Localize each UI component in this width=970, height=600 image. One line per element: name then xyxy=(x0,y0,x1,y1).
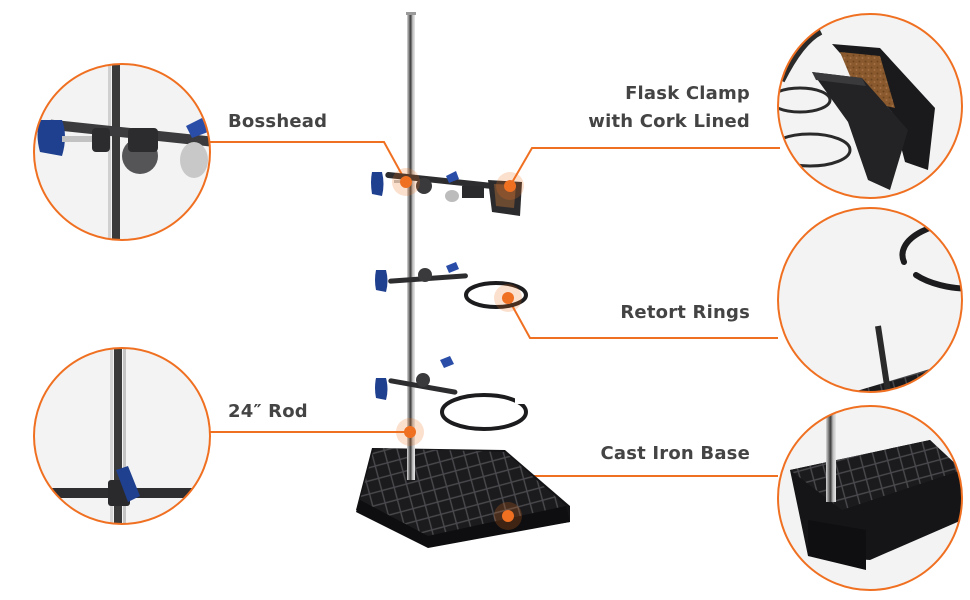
bosshead-lower xyxy=(375,356,528,431)
label-flask-clamp-line1: Flask Clamp xyxy=(625,83,750,104)
retort-ring-large xyxy=(440,393,528,431)
rod-detail-icon xyxy=(33,347,211,525)
label-retort-rings: Retort Rings xyxy=(620,302,750,323)
bosshead-detail-icon xyxy=(33,63,211,241)
flask-clamp-detail-icon xyxy=(777,13,963,199)
label-cast-iron-base: Cast Iron Base xyxy=(600,443,750,464)
support-rod xyxy=(407,12,415,480)
bosshead-middle xyxy=(375,262,528,309)
cast-iron-base-detail-icon xyxy=(777,405,963,591)
bosshead-top xyxy=(371,171,522,216)
leader-retort-rings xyxy=(507,297,778,339)
label-flask-clamp: Flask Clamp with Cork Lined xyxy=(588,80,750,136)
label-bosshead: Bosshead xyxy=(228,111,328,132)
leader-flask-clamp xyxy=(509,147,780,187)
retort-ring-small xyxy=(464,281,528,309)
cast-iron-base xyxy=(356,448,570,548)
label-flask-clamp-line2: with Cork Lined xyxy=(588,111,750,132)
lab-stand-illustration xyxy=(356,12,570,548)
leader-bosshead xyxy=(210,141,407,183)
label-rod: 24″ Rod xyxy=(228,401,308,422)
highlight-markers xyxy=(392,168,524,530)
retort-ring-detail-icon xyxy=(777,207,963,393)
